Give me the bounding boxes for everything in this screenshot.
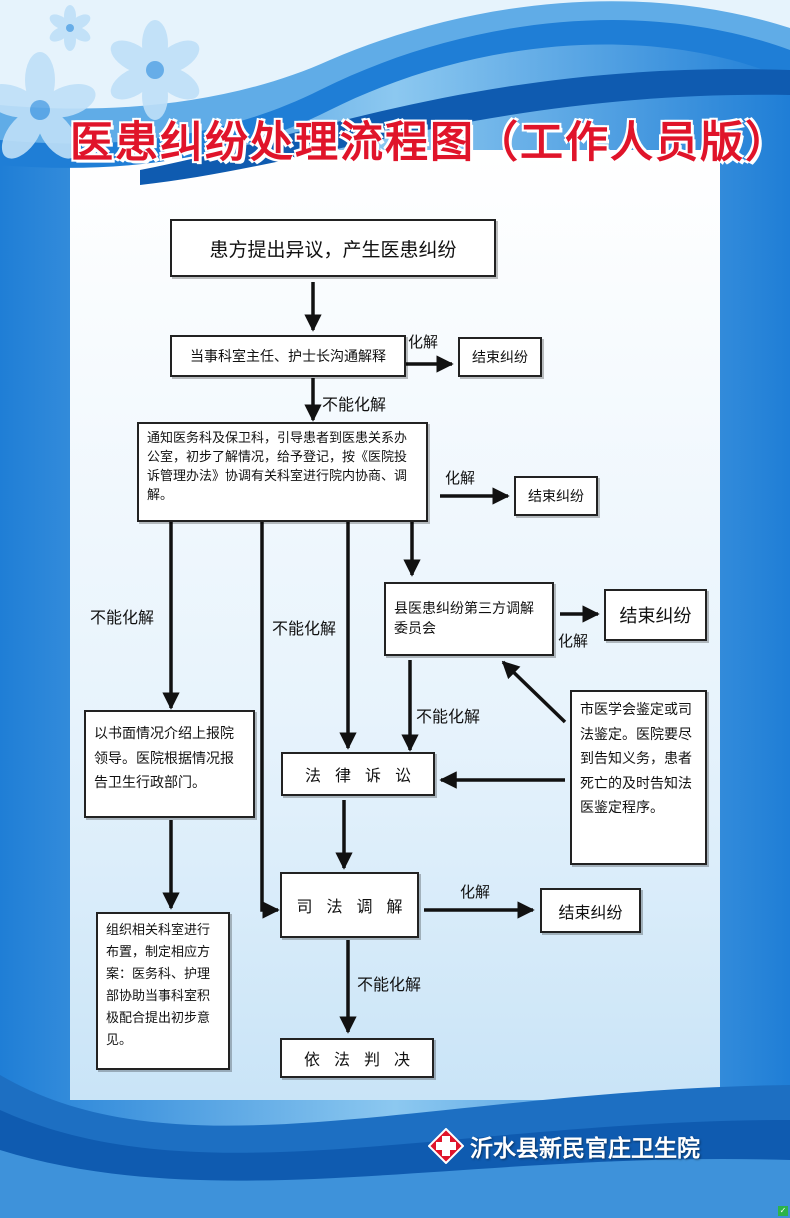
node-county-mediation-committee-text: 县医患纠纷第三方调解委员会	[394, 600, 534, 637]
node-organize-departments-text: 组织相关科室进行布置，制定相应方案：医务科、护理部协助当事科室积极配合提出初步意…	[106, 923, 211, 1049]
node-department-communication: 当事科室主任、护士长沟通解释	[170, 335, 406, 377]
node-judicial-mediation: 司法调解	[280, 872, 419, 938]
node-written-report-text: 以书面情况介绍上报院领导。医院根据情况报告卫生行政部门。	[94, 726, 234, 791]
node-organize-departments: 组织相关科室进行布置，制定相应方案：医务科、护理部协助当事科室积极配合提出初步意…	[96, 912, 230, 1070]
hospital-name: 沂水县新民官庄卫生院	[470, 1136, 700, 1162]
node-county-mediation-committee: 县医患纠纷第三方调解委员会	[384, 582, 554, 656]
flower-decoration-icon	[0, 5, 200, 159]
node-end-dispute-1: 结束纠纷	[458, 337, 542, 377]
node-notify-medical-affairs-text: 通知医务科及保卫科，引导患者到医患关系办公室，初步了解情况，给予登记，按《医院投…	[147, 431, 408, 503]
node-judicial-mediation-text: 司法调解	[296, 897, 417, 916]
node-end-dispute-4-text: 结束纠纷	[558, 902, 623, 922]
node-end-dispute-2-text: 结束纠纷	[528, 489, 584, 505]
node-department-communication-text: 当事科室主任、护士长沟通解释	[190, 349, 386, 365]
node-notify-medical-affairs: 通知医务科及保卫科，引导患者到医患关系办公室，初步了解情况，给予登记，按《医院投…	[137, 422, 428, 522]
label-not-resolved-1: 不能化解	[322, 395, 387, 414]
node-end-dispute-2: 结束纠纷	[514, 476, 598, 516]
label-not-resolved-2: 不能化解	[90, 608, 155, 627]
node-judgment: 依法判决	[280, 1038, 434, 1078]
label-not-resolved-3: 不能化解	[272, 619, 337, 638]
label-resolved-4: 化解	[460, 883, 491, 901]
node-lawsuit: 法律诉讼	[281, 752, 435, 796]
label-resolved-1: 化解	[408, 333, 439, 351]
label-resolved-3: 化解	[558, 632, 589, 650]
node-end-dispute-3-text: 结束纠纷	[619, 606, 692, 627]
label-not-resolved-4: 不能化解	[416, 707, 481, 726]
red-cross-logo-icon	[428, 1128, 464, 1164]
node-medical-appraisal-text: 市医学会鉴定或司法鉴定。医院要尽到告知义务，患者死亡的及时告知法医鉴定程序。	[580, 702, 692, 816]
label-resolved-2: 化解	[445, 469, 476, 487]
corner-check-icon: ✓	[778, 1206, 788, 1216]
node-judgment-text: 依法判决	[303, 1050, 424, 1069]
poster-title: 医患纠纷处理流程图（工作人员版）	[70, 118, 790, 168]
hospital-footer: 沂水县新民官庄卫生院	[428, 1126, 700, 1166]
node-medical-appraisal: 市医学会鉴定或司法鉴定。医院要尽到告知义务，患者死亡的及时告知法医鉴定程序。	[570, 690, 707, 865]
node-dispute-raised: 患方提出异议，产生医患纠纷	[170, 219, 496, 277]
node-end-dispute-1-text: 结束纠纷	[472, 350, 528, 366]
node-end-dispute-3: 结束纠纷	[604, 589, 707, 641]
node-dispute-raised-text: 患方提出异议，产生医患纠纷	[209, 238, 457, 261]
label-not-resolved-5: 不能化解	[357, 975, 422, 994]
node-end-dispute-4: 结束纠纷	[540, 888, 641, 933]
node-lawsuit-text: 法律诉讼	[304, 766, 425, 785]
node-written-report: 以书面情况介绍上报院领导。医院根据情况报告卫生行政部门。	[84, 710, 255, 818]
